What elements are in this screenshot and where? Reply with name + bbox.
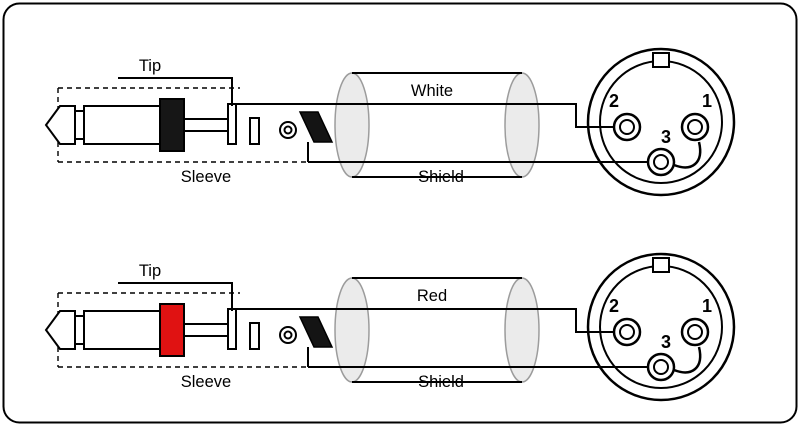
xlr-outer-shell bbox=[586, 47, 736, 197]
cable-2 bbox=[334, 277, 540, 383]
tip-label: Tip bbox=[139, 262, 161, 280]
shield-wire-label: Shield bbox=[418, 168, 464, 186]
hot-wire-1 bbox=[234, 103, 614, 128]
jack-insulator-collar bbox=[159, 303, 185, 357]
jack-shaft bbox=[83, 105, 161, 145]
jack-tip-lug bbox=[227, 103, 237, 145]
xlr-pin1-outer bbox=[680, 317, 710, 347]
xlr-keyway-notch bbox=[652, 52, 670, 68]
pin3-to-pin1-jumper bbox=[673, 141, 702, 169]
xlr-pin3-inner bbox=[653, 359, 669, 375]
jack-tip-strip bbox=[183, 323, 229, 337]
xlr-pin2-inner bbox=[619, 119, 635, 135]
xlr-pins-1 bbox=[612, 112, 710, 177]
jack-sleeve-lug-hole bbox=[279, 121, 297, 139]
tip-label: Tip bbox=[139, 57, 161, 75]
xlr-pin3-outer bbox=[646, 147, 676, 177]
xlr-outer-shell bbox=[586, 252, 736, 402]
xlr-pin3-outer bbox=[646, 352, 676, 382]
xlr-pin1-number: 1 bbox=[702, 91, 712, 111]
tip-leader-line bbox=[118, 77, 233, 106]
jack-sleeve-lug-hole bbox=[279, 326, 297, 344]
xlr-pin1-number: 1 bbox=[702, 296, 712, 316]
tip-leader-line bbox=[118, 282, 233, 311]
sleeve-label: Sleeve bbox=[181, 373, 231, 391]
hot-wire-label: White bbox=[411, 82, 453, 100]
xlr-pin2-outer bbox=[612, 112, 642, 142]
channel-row-2: Tip Sleeve Red Shield 2 1 3 bbox=[44, 252, 736, 402]
xlr-pin2-number: 2 bbox=[609, 296, 619, 316]
xlr-pin3-number: 3 bbox=[661, 332, 671, 352]
jack-sleeve-lug-hole-center bbox=[283, 330, 293, 340]
pin3-to-pin1-jumper bbox=[673, 346, 702, 374]
xlr-keyway-notch bbox=[652, 257, 670, 273]
cable-1 bbox=[334, 72, 540, 178]
xlr-pin2-number: 2 bbox=[609, 91, 619, 111]
jack-plug-1 bbox=[44, 77, 334, 163]
jack-tip-groove bbox=[74, 110, 85, 140]
xlr-pin1-inner bbox=[687, 324, 703, 340]
xlr-pin2-outer bbox=[612, 317, 642, 347]
xlr-pins-2 bbox=[612, 317, 710, 382]
xlr-pin2-inner bbox=[619, 324, 635, 340]
jack-sleeve-plate bbox=[249, 322, 260, 350]
xlr-connector-2 bbox=[586, 252, 736, 402]
xlr-pin3-number: 3 bbox=[661, 127, 671, 147]
hot-wire-label: Red bbox=[417, 287, 447, 305]
xlr-pin1-outer bbox=[680, 112, 710, 142]
jack-plug-2 bbox=[44, 282, 334, 368]
shield-wire-label: Shield bbox=[418, 373, 464, 391]
jack-sleeve-lug-hole-center bbox=[283, 125, 293, 135]
xlr-connector-1 bbox=[586, 47, 736, 197]
xlr-pin1-inner bbox=[687, 119, 703, 135]
jack-shaft bbox=[83, 310, 161, 350]
jack-tip-strip bbox=[183, 118, 229, 132]
hot-wire-2 bbox=[234, 308, 614, 333]
jack-sleeve-tab bbox=[298, 111, 334, 143]
jack-sleeve-plate bbox=[249, 117, 260, 145]
xlr-pin3-inner bbox=[653, 154, 669, 170]
channel-row-1: Tip Sleeve White Shield 2 1 3 bbox=[44, 47, 736, 197]
jack-tip-lug bbox=[227, 308, 237, 350]
jack-sleeve-tab bbox=[298, 316, 334, 348]
jack-tip-groove bbox=[74, 315, 85, 345]
jack-insulator-collar bbox=[159, 98, 185, 152]
sleeve-label: Sleeve bbox=[181, 168, 231, 186]
